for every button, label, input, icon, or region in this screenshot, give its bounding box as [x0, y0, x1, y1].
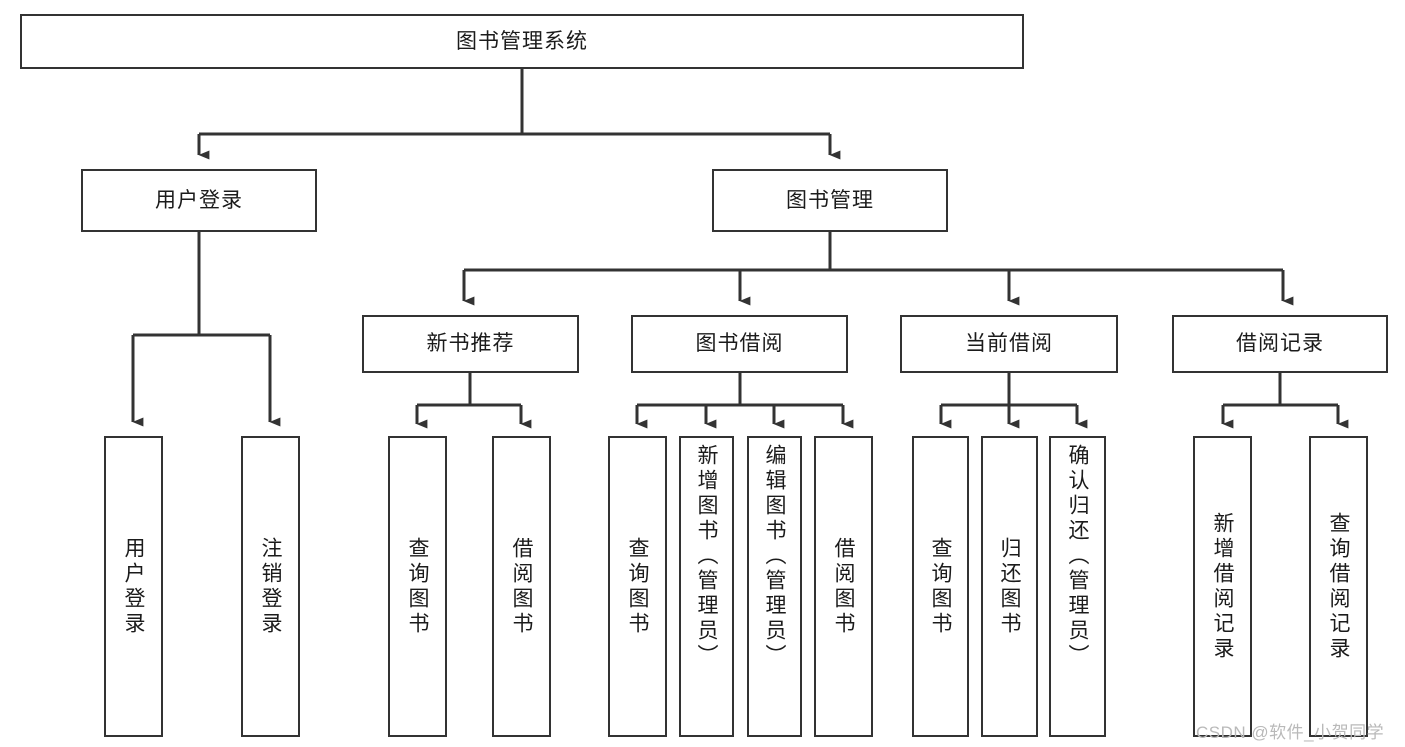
node-label-book-manage: 图书管理	[786, 188, 874, 212]
node-label-leaf-add-record: 新增借阅记录	[1211, 511, 1234, 662]
node-leaf-query-book-2[interactable]: 查询图书	[608, 436, 667, 737]
node-label-book-borrow: 图书借阅	[695, 332, 784, 356]
node-label-leaf-return-book: 归还图书	[998, 536, 1021, 637]
node-leaf-add-record[interactable]: 新增借阅记录	[1193, 436, 1252, 737]
node-label-user-login: 用户登录	[155, 188, 243, 212]
node-label-leaf-borrow-book-2: 借阅图书	[832, 536, 855, 637]
node-label-leaf-add-book: 新增图书（管理员）	[695, 444, 718, 669]
node-current-borrow[interactable]: 当前借阅	[900, 315, 1118, 373]
node-label-root: 图书管理系统	[456, 29, 588, 53]
node-leaf-query-book-1[interactable]: 查询图书	[388, 436, 447, 737]
node-label-leaf-user-login: 用户登录	[122, 536, 145, 637]
node-leaf-confirm-return[interactable]: 确认归还（管理员）	[1049, 436, 1106, 737]
node-label-current-borrow: 当前借阅	[965, 332, 1053, 356]
node-label-new-book-recommend: 新书推荐	[426, 332, 515, 356]
node-label-leaf-query-book-3: 查询图书	[929, 536, 952, 637]
node-leaf-query-book-3[interactable]: 查询图书	[912, 436, 969, 737]
node-leaf-query-record[interactable]: 查询借阅记录	[1309, 436, 1368, 737]
node-label-leaf-query-record: 查询借阅记录	[1327, 511, 1350, 662]
node-label-leaf-edit-book: 编辑图书（管理员）	[763, 444, 786, 669]
node-book-borrow[interactable]: 图书借阅	[631, 315, 848, 373]
node-borrow-record[interactable]: 借阅记录	[1172, 315, 1388, 373]
node-label-leaf-confirm-return: 确认归还（管理员）	[1066, 444, 1089, 669]
node-leaf-user-login[interactable]: 用户登录	[104, 436, 163, 737]
node-book-manage[interactable]: 图书管理	[712, 169, 948, 232]
node-leaf-borrow-book-2[interactable]: 借阅图书	[814, 436, 873, 737]
node-root-book-management-system[interactable]: 图书管理系统	[20, 14, 1024, 69]
node-user-login[interactable]: 用户登录	[81, 169, 317, 232]
node-leaf-add-book[interactable]: 新增图书（管理员）	[679, 436, 734, 737]
node-leaf-logout[interactable]: 注销登录	[241, 436, 300, 737]
node-label-leaf-query-book-1: 查询图书	[406, 536, 429, 637]
node-label-leaf-query-book-2: 查询图书	[626, 536, 649, 637]
node-label-borrow-record: 借阅记录	[1236, 332, 1324, 356]
node-new-book-recommend[interactable]: 新书推荐	[362, 315, 579, 373]
node-label-leaf-logout: 注销登录	[259, 536, 282, 637]
node-leaf-borrow-book-1[interactable]: 借阅图书	[492, 436, 551, 737]
node-leaf-return-book[interactable]: 归还图书	[981, 436, 1038, 737]
node-label-leaf-borrow-book-1: 借阅图书	[510, 536, 533, 637]
node-leaf-edit-book[interactable]: 编辑图书（管理员）	[747, 436, 802, 737]
